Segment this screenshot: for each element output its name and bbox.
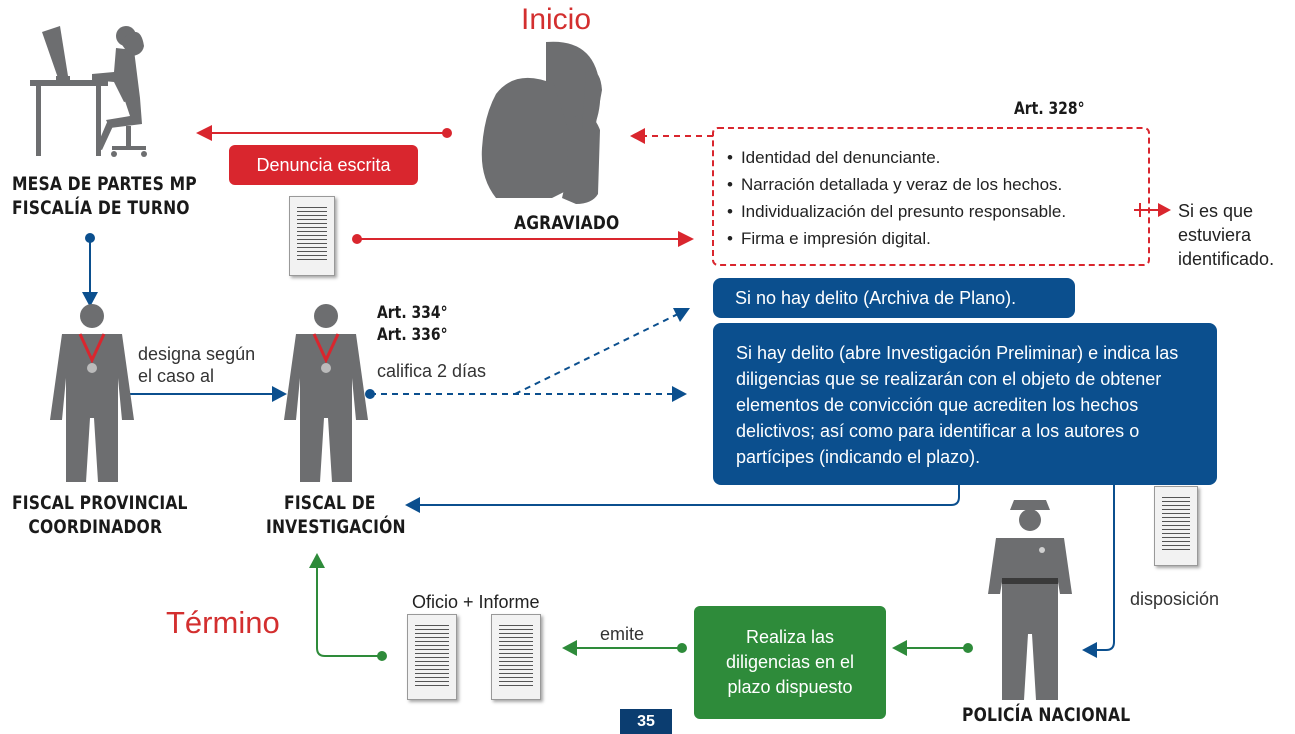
requirement-item: Individualización del presunto responsab… xyxy=(727,198,1066,225)
fiscal-provincial-line1: FISCAL PROVINCIAL xyxy=(12,492,188,514)
arrow-emite xyxy=(562,640,687,656)
emite-label: emite xyxy=(600,624,645,644)
oficio-label: Oficio + Informe xyxy=(412,592,540,612)
policia-label: POLICÍA NACIONAL xyxy=(962,704,1131,726)
informe-document-icon xyxy=(491,614,541,700)
arrow-to-policia xyxy=(1082,484,1115,658)
termino-title: Término xyxy=(166,605,280,640)
requirement-item: Identidad del denunciante. xyxy=(727,144,1066,171)
arrow-back-to-fiscal xyxy=(405,484,960,513)
arrow-agraviado-to-mesa xyxy=(196,125,452,141)
arrow-termino xyxy=(309,553,387,661)
art-334-label: Art. 334° xyxy=(377,303,448,323)
victim-icon xyxy=(481,41,602,204)
requirement-item: Firma e impresión digital. xyxy=(727,225,1066,252)
requirements-box: Identidad del denunciante. Narración det… xyxy=(712,127,1150,266)
designa-line2: el caso al xyxy=(138,366,215,386)
requirement-item: Narración detallada y veraz de los hecho… xyxy=(727,171,1066,198)
si-es-que-line1: Si es que xyxy=(1178,201,1254,221)
designa-label: designa según el caso al xyxy=(138,343,255,387)
mesa-label-line2: FISCALÍA DE TURNO xyxy=(12,197,190,219)
mesa-label: MESA DE PARTES MP FISCALÍA DE TURNO xyxy=(12,172,197,220)
police-icon xyxy=(988,500,1072,700)
arrow-designa xyxy=(120,386,287,402)
designa-line1: designa según xyxy=(138,344,256,364)
office-worker-icon xyxy=(30,26,147,157)
si-es-que-line3: identificado. xyxy=(1178,249,1275,269)
oficio-document-icon xyxy=(407,614,457,700)
si-delito-box: Si hay delito (abre Investigación Prelim… xyxy=(713,323,1217,485)
denuncia-box: Denuncia escrita xyxy=(229,145,418,185)
fiscal-investigacion-line1: FISCAL DE xyxy=(284,492,376,514)
no-delito-box: Si no hay delito (Archiva de Plano). xyxy=(713,278,1075,318)
arrow-policia-to-realiza xyxy=(892,640,973,656)
fiscal-investigacion-icon xyxy=(284,304,368,482)
disposicion-label: disposición xyxy=(1130,589,1220,609)
page-number: 35 xyxy=(620,709,672,734)
document-icon xyxy=(289,196,335,276)
fiscal-investigacion-line2: INVESTIGACIÓN xyxy=(266,516,406,538)
agraviado-label: AGRAVIADO xyxy=(514,212,620,234)
disposicion-document-icon xyxy=(1154,486,1198,566)
fiscal-provincial-icon xyxy=(50,304,134,482)
si-es-que-note: Si es que estuviera identificado. xyxy=(1178,199,1274,271)
califica-label: califica 2 días xyxy=(377,361,487,381)
fiscal-investigacion-label: FISCAL DE INVESTIGACIÓN xyxy=(266,491,406,539)
art-328-label: Art. 328° xyxy=(1014,99,1085,119)
inicio-title: Inicio xyxy=(521,3,592,36)
fiscal-provincial-line2: COORDINADOR xyxy=(28,516,163,538)
arrow-califica xyxy=(365,308,690,402)
arrow-mesa-to-fiscal-provincial xyxy=(82,233,98,307)
arrow-to-si-es-que xyxy=(1134,203,1171,217)
fiscal-provincial-label: FISCAL PROVINCIAL COORDINADOR xyxy=(12,491,188,539)
arrow-requisitos-to-agraviado xyxy=(630,128,713,144)
articles-label: Art. 334° Art. 336° xyxy=(377,302,448,346)
art-336-label: Art. 336° xyxy=(377,325,448,345)
realiza-box: Realiza las diligencias en el plazo disp… xyxy=(694,606,886,719)
mesa-label-line1: MESA DE PARTES MP xyxy=(12,173,197,195)
si-es-que-line2: estuviera xyxy=(1178,225,1252,245)
arrow-denuncia-to-requisitos xyxy=(352,231,694,247)
